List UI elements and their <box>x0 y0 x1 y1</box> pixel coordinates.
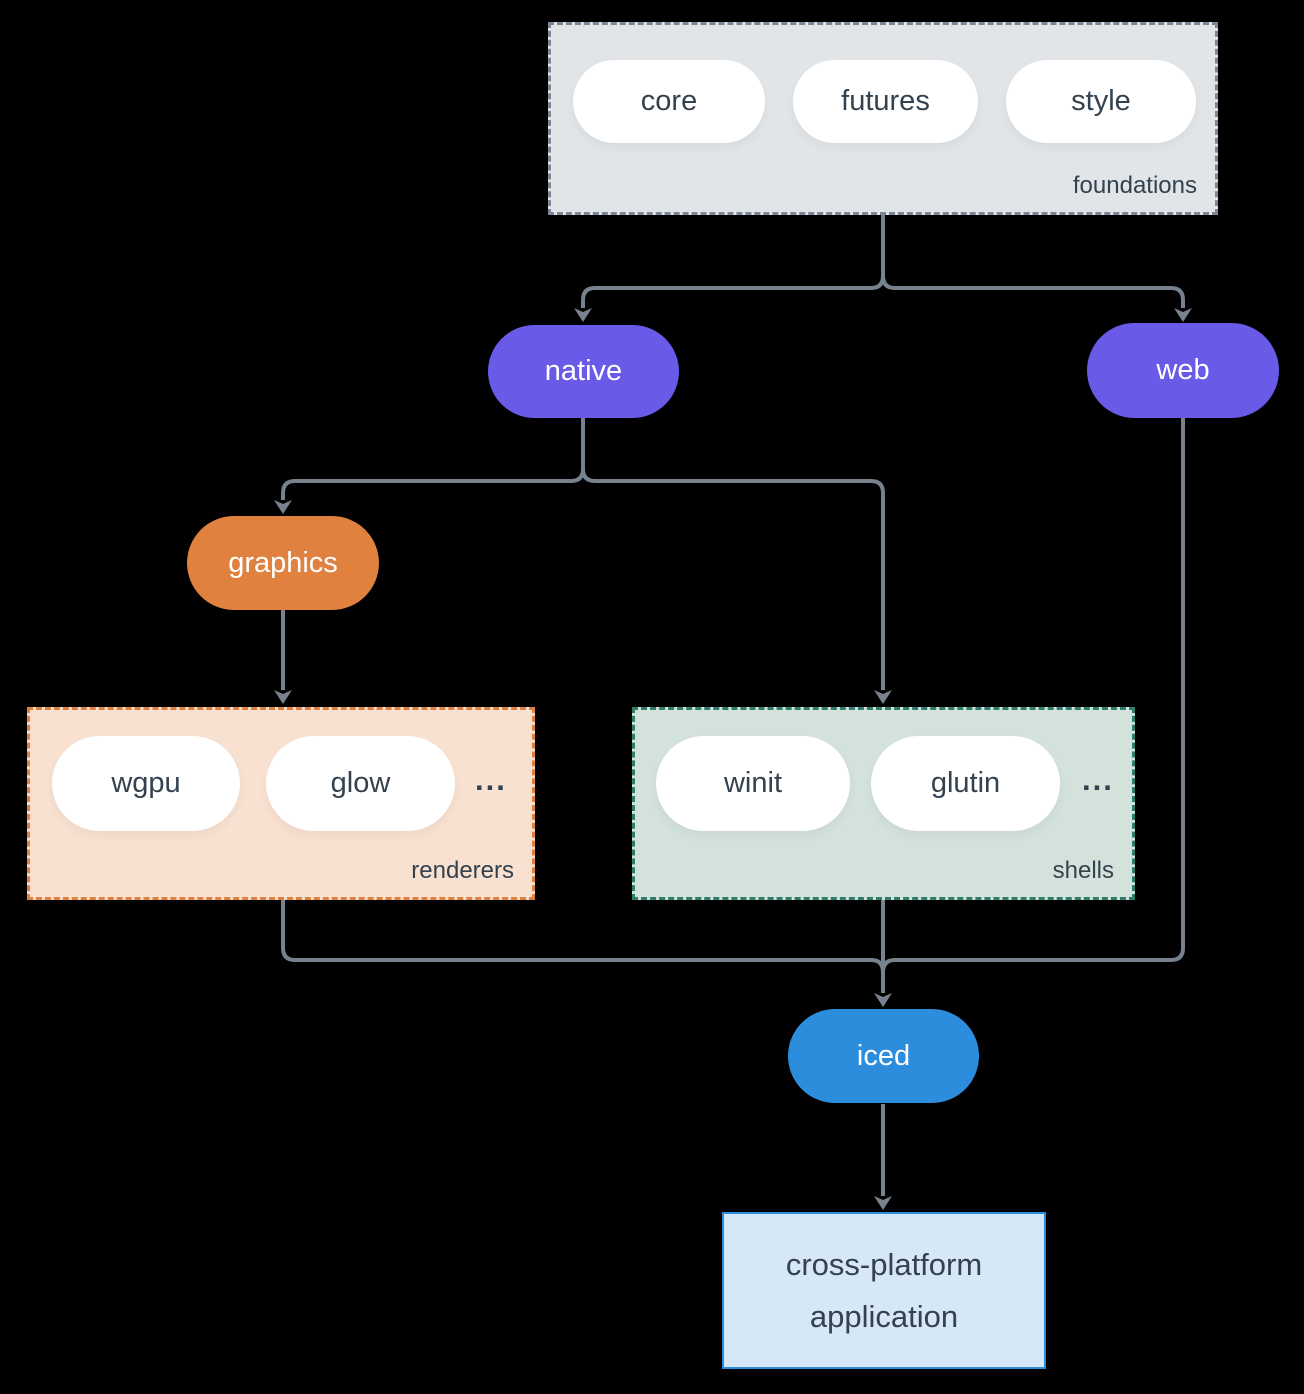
edge-foundations-to-native <box>581 215 885 308</box>
application-label: cross-platform application <box>785 1247 983 1334</box>
edge-renderers-to-iced <box>281 900 885 973</box>
shells-group-box: winit glutin ... shells <box>632 707 1135 900</box>
arrowhead-iced <box>874 993 892 1007</box>
node-glow: glow <box>266 736 455 831</box>
arrowhead-graphics <box>274 500 292 514</box>
edge-native-to-graphics <box>281 418 585 500</box>
node-winit: winit <box>656 736 850 831</box>
edge-native-to-shells <box>581 468 885 690</box>
foundations-group-box: core futures style foundations <box>548 22 1218 215</box>
edge-foundations-to-web <box>881 275 1185 308</box>
shells-group-label: shells <box>1052 857 1114 884</box>
arrowhead-shells <box>874 690 892 704</box>
node-glutin: glutin <box>871 736 1060 831</box>
arrowhead-web <box>1174 308 1192 322</box>
arrowhead-renderers <box>274 690 292 704</box>
renderers-group-box: wgpu glow ... renderers <box>27 707 535 900</box>
renderers-group-label: renderers <box>411 857 514 884</box>
node-wgpu: wgpu <box>52 736 240 831</box>
node-graphics: graphics <box>187 516 379 610</box>
node-core: core <box>573 60 765 143</box>
foundations-group-label: foundations <box>1072 172 1197 199</box>
node-web: web <box>1087 323 1279 418</box>
arrowhead-application <box>874 1196 892 1210</box>
node-style: style <box>1006 60 1196 143</box>
shells-ellipsis: ... <box>1082 762 1114 797</box>
node-futures: futures <box>793 60 978 143</box>
node-native: native <box>488 325 679 418</box>
arrowhead-native <box>574 308 592 322</box>
node-iced: iced <box>788 1009 979 1103</box>
application-box: cross-platform application <box>722 1212 1046 1369</box>
renderers-ellipsis: ... <box>475 762 507 797</box>
